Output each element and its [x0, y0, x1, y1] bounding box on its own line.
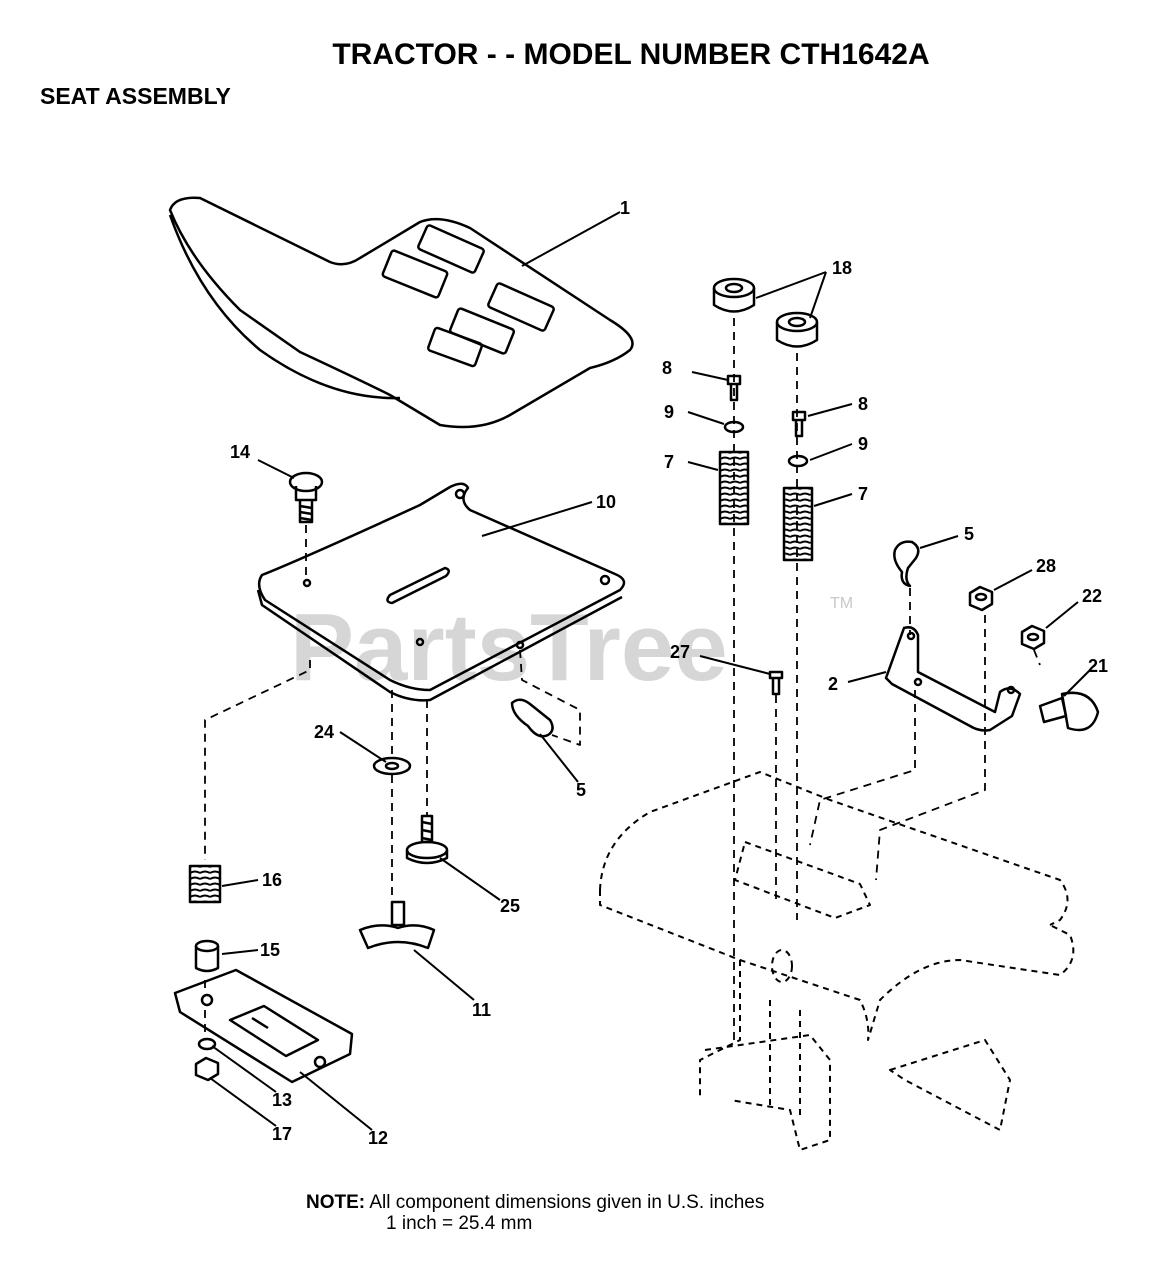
part-compression-spring[interactable]	[188, 864, 222, 904]
callout-13: 13	[272, 1090, 292, 1110]
callout-8-left: 8	[662, 358, 672, 378]
part-bracket[interactable]	[884, 626, 1022, 732]
callout-25: 25	[500, 896, 520, 916]
callout-2: 2	[828, 674, 838, 694]
assembly-lines	[204, 318, 1041, 1045]
part-adjustment-knob[interactable]	[358, 900, 436, 950]
page-title: TRACTOR - - MODEL NUMBER CTH1642A	[332, 38, 930, 71]
callout-1: 1	[620, 198, 630, 218]
callout-18: 18	[832, 258, 852, 278]
dimension-note: NOTE: All component dimensions given in …	[306, 1192, 764, 1234]
part-seat[interactable]	[168, 196, 634, 429]
part-bushings[interactable]	[712, 277, 819, 348]
callout-5-right: 5	[964, 524, 974, 544]
callout-28: 28	[1036, 556, 1056, 576]
leader-lines	[209, 211, 1091, 1131]
callout-10: 10	[596, 492, 616, 512]
note-label: NOTE:	[306, 1192, 366, 1213]
callout-15: 15	[260, 940, 280, 960]
callout-27: 27	[670, 642, 690, 662]
callout-9-right: 9	[858, 434, 868, 454]
part-shoulder-bolt[interactable]	[1038, 691, 1100, 732]
callout-12: 12	[368, 1128, 388, 1148]
callout-7-left: 7	[664, 452, 674, 472]
callout-21: 21	[1088, 656, 1108, 676]
callout-8-right: 8	[858, 394, 868, 414]
callout-11: 11	[472, 1000, 491, 1020]
part-carriage-bolt[interactable]	[288, 471, 324, 524]
part-spacer[interactable]	[194, 939, 220, 973]
callout-16: 16	[262, 870, 282, 890]
part-knob-bolt[interactable]	[405, 814, 449, 865]
part-hex-nut[interactable]	[1020, 624, 1046, 651]
tractor-frame	[599, 771, 1075, 1151]
watermark-tm: TM	[830, 595, 853, 612]
part-lock-nut[interactable]	[968, 585, 994, 612]
callout-17: 17	[272, 1124, 292, 1144]
callout-22: 22	[1082, 586, 1102, 606]
callout-7-right: 7	[858, 484, 868, 504]
part-flat-washer[interactable]	[372, 756, 412, 776]
callout-14: 14	[230, 442, 250, 462]
note-line-1: All component dimensions given in U.S. i…	[369, 1192, 765, 1213]
part-seat-pan[interactable]	[256, 482, 626, 702]
part-screw[interactable]	[768, 670, 784, 696]
part-clips[interactable]	[510, 540, 920, 738]
callout-9-left: 9	[664, 402, 674, 422]
section-title: SEAT ASSEMBLY	[40, 83, 231, 109]
part-shoulder-bolts[interactable]	[726, 374, 807, 438]
callout-5-left: 5	[576, 780, 586, 800]
note-line-2: 1 inch = 25.4 mm	[386, 1213, 533, 1234]
part-nut-washer[interactable]	[194, 1037, 220, 1082]
callout-labels: 1 18 8 9 7 8 9 7 5 28 22 21 2 27 14 10 2…	[230, 198, 1108, 1148]
callout-24: 24	[314, 722, 334, 742]
part-slide-plate[interactable]	[173, 968, 354, 1084]
